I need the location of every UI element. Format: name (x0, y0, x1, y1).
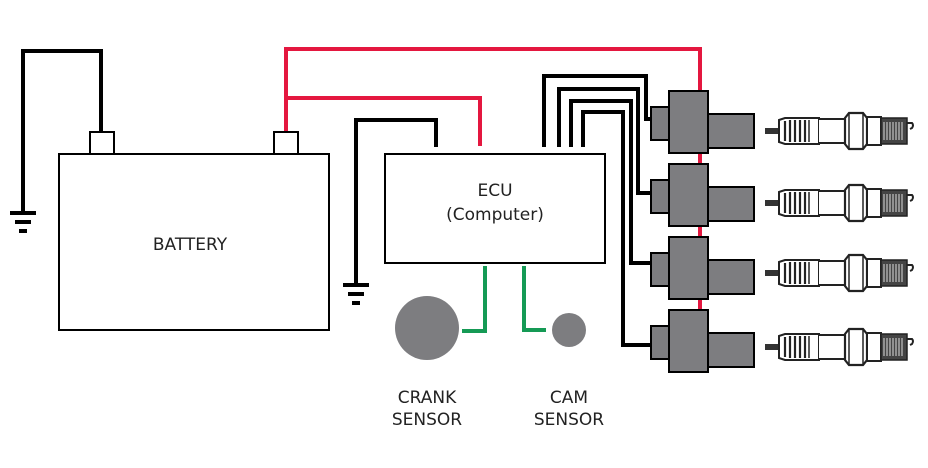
coil-body (668, 309, 709, 373)
spark-plug-2-icon (763, 183, 915, 223)
battery-body (58, 153, 330, 331)
coil-boot (707, 332, 755, 368)
trigger-wire-coil-1 (542, 74, 651, 147)
coil-boot (707, 113, 755, 149)
coil-3 (650, 236, 755, 300)
coil-connector (650, 325, 670, 360)
coil-2 (650, 163, 755, 227)
coil-trigger-wires (542, 74, 651, 347)
ecu-label: ECU (477, 181, 512, 201)
spark-plug-1-icon (763, 111, 915, 151)
power-wires (284, 47, 702, 310)
ecu-body (384, 153, 606, 264)
coil-4 (650, 309, 755, 373)
coil-1 (650, 90, 755, 154)
battery-positive-terminal (273, 131, 299, 155)
trigger-wire-coil-3 (569, 99, 651, 265)
power-wire-ecu (286, 96, 482, 146)
trigger-wire-coil-4 (581, 110, 651, 347)
coil-body (668, 163, 709, 227)
coil-body (668, 90, 709, 154)
crank-sensor-wire (462, 266, 487, 333)
cam-sensor (552, 313, 586, 347)
cam-sensor-wire (522, 266, 546, 332)
ecu-sublabel: (Computer) (446, 205, 544, 225)
cam-sensor-label: CAM (550, 388, 588, 408)
crank-sensor-sublabel: SENSOR (392, 410, 462, 430)
trigger-wire-coil-2 (557, 87, 651, 195)
ecu: ECU (Computer) (384, 153, 606, 264)
coil-boot (707, 259, 755, 295)
spark-plug-3-icon (763, 253, 915, 293)
cam-sensor-sublabel: SENSOR (534, 410, 604, 430)
battery-ground-icon (8, 211, 38, 233)
coil-connector (650, 252, 670, 287)
crank-sensor-label: CRANK (398, 388, 457, 408)
ecu-ground-icon (341, 283, 371, 305)
power-wire-main (284, 47, 702, 131)
battery-ground-wire (21, 49, 103, 213)
battery-negative-terminal (89, 131, 115, 155)
coil-boot (707, 186, 755, 222)
crank-sensor (395, 296, 459, 360)
coil-connector (650, 179, 670, 214)
spark-plug-4-icon (763, 327, 915, 367)
ecu-ground-wire (354, 118, 438, 285)
battery-label: BATTERY (153, 235, 228, 255)
battery: BATTERY (58, 131, 330, 331)
sensor-wires (462, 266, 546, 333)
coil-connector (650, 106, 670, 141)
coil-body (668, 236, 709, 300)
